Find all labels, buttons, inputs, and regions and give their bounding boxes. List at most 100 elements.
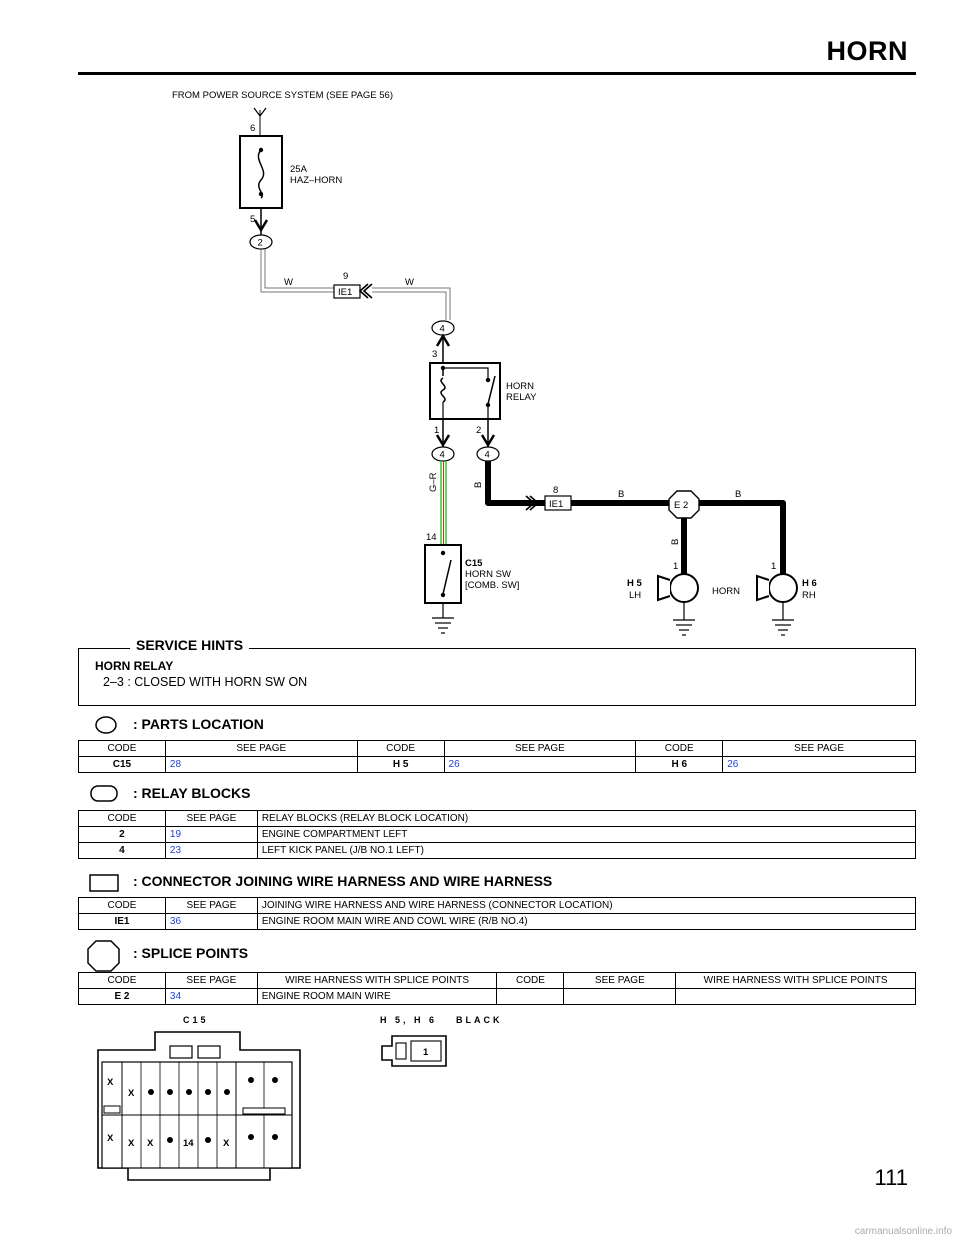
wire-b-vertical-label: B (473, 482, 484, 488)
table-header: RELAY BLOCKS (RELAY BLOCK LOCATION) (256, 810, 917, 827)
see-page-link[interactable]: 26 (722, 756, 916, 773)
horn-lh-body (669, 573, 699, 603)
chevron-down-icon (435, 434, 451, 448)
splice-harness: ENGINE ROOM MAIN WIRE (256, 988, 498, 1005)
wire-b-down-label: B (670, 539, 681, 545)
horn-relay-box (429, 362, 501, 420)
horn-label: HORN (712, 586, 740, 597)
splice-harness (675, 988, 916, 1005)
table-header-row: CODE SEE PAGE RELAY BLOCKS (RELAY BLOCK … (78, 810, 917, 827)
relay-block-code-right: 4 (485, 450, 490, 461)
wire-b-to-rh (699, 500, 786, 575)
fuse-pin-bottom: 5 (250, 214, 255, 225)
c15-cavity-x: X (147, 1138, 154, 1149)
h5h6-connector-label: H 5, H 6 (380, 1015, 437, 1025)
table-header: SEE PAGE (563, 972, 677, 989)
relay-block-code-left: 4 (440, 450, 445, 461)
page-title: HORN (826, 36, 908, 66)
horn-lh-side: LH (629, 590, 641, 601)
chevron-left-icon (358, 283, 373, 299)
see-page-link[interactable]: 23 (164, 842, 258, 859)
splice-point-symbol (87, 940, 120, 972)
parts-location-title: : PARTS LOCATION (133, 716, 264, 732)
ground-icon (772, 619, 794, 636)
table-header: SEE PAGE (164, 740, 358, 757)
page-number: 111 (874, 1165, 908, 1190)
chevron-right-icon (525, 495, 540, 511)
relay-pin-3: 3 (432, 349, 437, 360)
ground-icon (432, 617, 454, 634)
table-header-row: CODE SEE PAGE WIRE HARNESS WITH SPLICE P… (78, 972, 916, 989)
relay-block-location: ENGINE COMPARTMENT LEFT (256, 826, 917, 843)
table-row: 4 23 LEFT KICK PANEL (J/B NO.1 LEFT) (78, 842, 917, 859)
see-page-link[interactable]: 28 (164, 756, 358, 773)
relay-name-line2: RELAY (506, 392, 537, 403)
horn-rh-side: RH (802, 590, 816, 601)
fuse-pin-top: 6 (250, 123, 255, 134)
part-code: H 6 (635, 756, 724, 773)
see-page-link[interactable]: 26 (443, 756, 637, 773)
table-header: CODE (78, 740, 166, 757)
see-page-link[interactable] (563, 988, 677, 1005)
wire-w-outer-2 (372, 291, 447, 320)
chevron-down-icon (480, 434, 496, 448)
c15-connector-face (97, 1031, 301, 1181)
table-row: IE1 36 ENGINE ROOM MAIN WIRE AND COWL WI… (78, 913, 917, 930)
c15-pin-14: 14 (183, 1138, 194, 1149)
splice-code: E 2 (674, 500, 688, 511)
footer-watermark[interactable]: carmanualsonline.info (854, 1226, 952, 1237)
wire-w-label-left: W (284, 277, 293, 288)
service-hints-box (78, 648, 916, 706)
wire-b-left-label: B (618, 489, 624, 500)
table-header: WIRE HARNESS WITH SPLICE POINTS (675, 972, 916, 989)
table-header: CODE (356, 740, 445, 757)
title-rule (78, 72, 916, 75)
switch-pin: 14 (426, 532, 437, 543)
wire-w-inner (264, 249, 334, 289)
c15-cavity-x: X (128, 1088, 135, 1099)
junction-pin-bottom: 8 (553, 485, 558, 496)
splice-code-cell: E 2 (78, 988, 166, 1005)
table-header: JOINING WIRE HARNESS AND WIRE HARNESS (C… (256, 897, 917, 914)
connector-description: ENGINE ROOM MAIN WIRE AND COWL WIRE (R/B… (256, 913, 917, 930)
relay-block-code-cell: 2 (78, 826, 166, 843)
c15-cavity-x: X (128, 1138, 135, 1149)
table-header: CODE (78, 972, 166, 989)
fuse-name: HAZ–HORN (290, 175, 342, 186)
service-hints-text: 2–3 : CLOSED WITH HORN SW ON (103, 675, 308, 689)
relay-block-code-top: 4 (440, 324, 445, 335)
see-page-link[interactable]: 34 (164, 988, 258, 1005)
table-header: CODE (78, 897, 166, 914)
relay-block-symbol (90, 785, 118, 802)
c15-cavity-x: X (107, 1133, 114, 1144)
relay-internal-b (443, 367, 489, 378)
switch-name-1: HORN SW (465, 569, 511, 580)
horn-rh-pin: 1 (771, 561, 776, 572)
wire-w-outer (260, 249, 334, 293)
table-header: SEE PAGE (164, 897, 258, 914)
see-page-link[interactable]: 36 (164, 913, 258, 930)
horn-icon (657, 574, 671, 602)
switch-dot-top (440, 550, 446, 556)
table-header: SEE PAGE (164, 972, 258, 989)
horn-rh-body (768, 573, 798, 603)
relay-blocks-table: CODE SEE PAGE RELAY BLOCKS (RELAY BLOCK … (78, 810, 917, 859)
service-hints-subtitle: HORN RELAY (95, 659, 174, 673)
c15-connector-label: C15 (183, 1015, 209, 1025)
connector-joining-table: CODE SEE PAGE JOINING WIRE HARNESS AND W… (78, 897, 917, 930)
table-header: CODE (635, 740, 724, 757)
table-row: E 2 34 ENGINE ROOM MAIN WIRE (78, 988, 916, 1005)
fuse-dot-bottom (258, 191, 264, 197)
arrow-down-icon (253, 107, 267, 117)
table-header: CODE (496, 972, 565, 989)
see-page-link[interactable]: 19 (164, 826, 258, 843)
wire-w-label-right: W (405, 277, 414, 288)
wire-gr-label: G–R (428, 472, 439, 492)
table-header: CODE (78, 810, 166, 827)
table-header-row: CODE SEE PAGE JOINING WIRE HARNESS AND W… (78, 897, 917, 914)
relay-block-code-cell: 4 (78, 842, 166, 859)
part-code: H 5 (356, 756, 445, 773)
horn-lh-code: H 5 (627, 578, 643, 589)
switch-dot-bottom (440, 592, 446, 598)
